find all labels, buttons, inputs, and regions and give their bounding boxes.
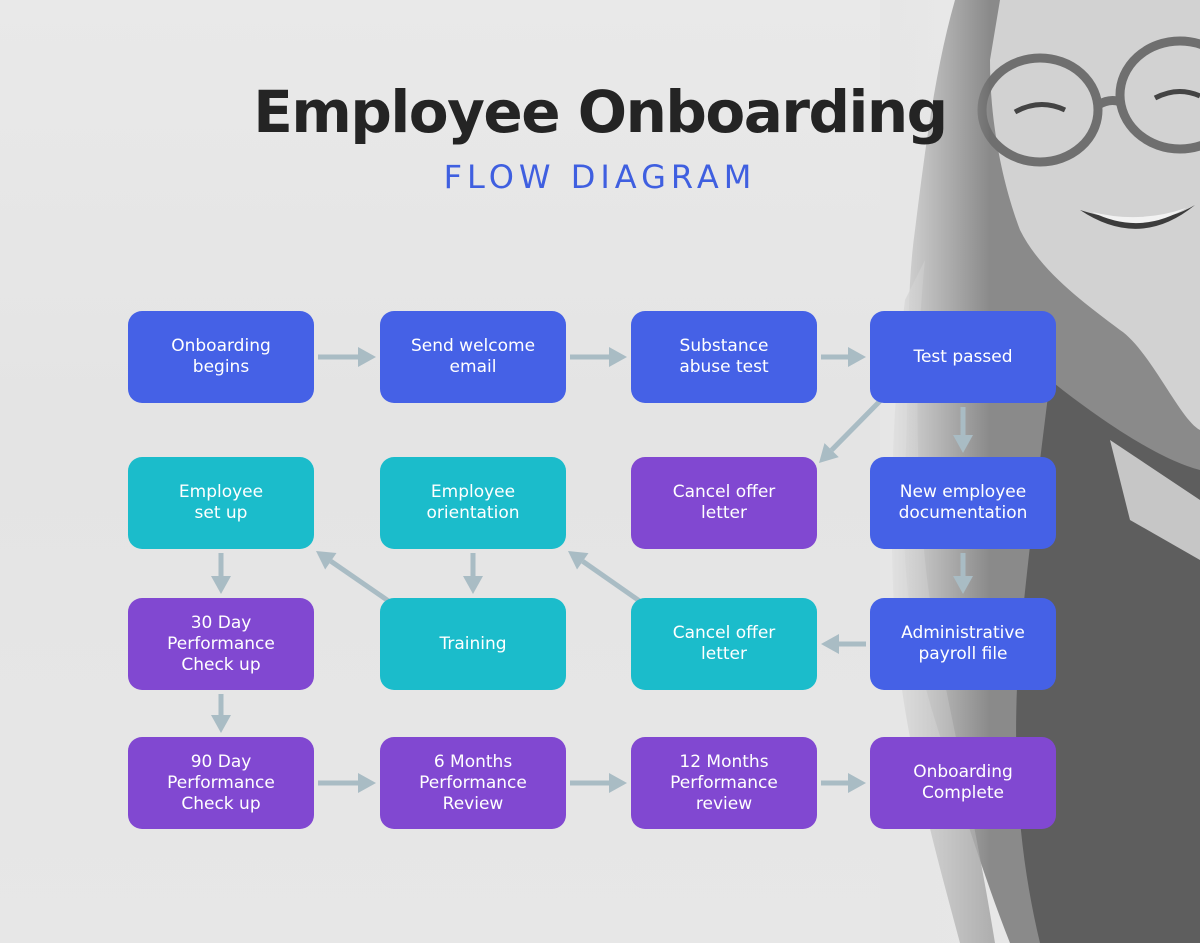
node-cancel-offer-letter-1: Cancel offer letter xyxy=(631,457,817,549)
node-send-welcome-email: Send welcome email xyxy=(380,311,566,403)
node-substance-abuse-test: Substance abuse test xyxy=(631,311,817,403)
node-employee-set-up: Employee set up xyxy=(128,457,314,549)
node-new-employee-documentation: New employee documentation xyxy=(870,457,1056,549)
node-12-months-review: 12 Months Performance review xyxy=(631,737,817,829)
node-test-passed: Test passed xyxy=(870,311,1056,403)
arrow-training-to-employee-set-up xyxy=(316,551,392,605)
node-6-months-review: 6 Months Performance Review xyxy=(380,737,566,829)
node-administrative-payroll-file: Administrative payroll file xyxy=(870,598,1056,690)
arrow-cancel-offer-letter-2-to-employee-orientation xyxy=(568,551,643,605)
arrow-substance-abuse-test-to-test-passed xyxy=(821,347,866,367)
node-onboarding-begins: Onboarding begins xyxy=(128,311,314,403)
node-30-day-check-up: 30 Day Performance Check up xyxy=(128,598,314,690)
arrow-12-months-review-to-onboarding-complete xyxy=(821,773,866,793)
arrow-administrative-payroll-file-to-cancel-offer-letter-2 xyxy=(821,634,866,654)
node-employee-orientation: Employee orientation xyxy=(380,457,566,549)
arrow-test-passed-to-cancel-offer-letter-1 xyxy=(819,399,882,463)
diagram-title: Employee Onboarding xyxy=(253,78,948,146)
arrow-send-welcome-email-to-substance-abuse-test xyxy=(570,347,627,367)
diagram-subtitle: FLOW DIAGRAM xyxy=(443,158,757,196)
arrow-30-day-check-up-to-90-day-check-up xyxy=(211,694,231,733)
arrow-onboarding-begins-to-send-welcome-email xyxy=(318,347,376,367)
arrow-test-passed-to-new-employee-documentation xyxy=(953,407,973,453)
arrow-6-months-review-to-12-months-review xyxy=(570,773,627,793)
node-onboarding-complete: Onboarding Complete xyxy=(870,737,1056,829)
arrow-new-employee-documentation-to-administrative-payroll-file xyxy=(953,553,973,594)
arrow-employee-orientation-to-training xyxy=(463,553,483,594)
arrow-90-day-check-up-to-6-months-review xyxy=(318,773,376,793)
arrow-employee-set-up-to-30-day-check-up xyxy=(211,553,231,594)
node-90-day-check-up: 90 Day Performance Check up xyxy=(128,737,314,829)
node-cancel-offer-letter-2: Cancel offer letter xyxy=(631,598,817,690)
node-training: Training xyxy=(380,598,566,690)
